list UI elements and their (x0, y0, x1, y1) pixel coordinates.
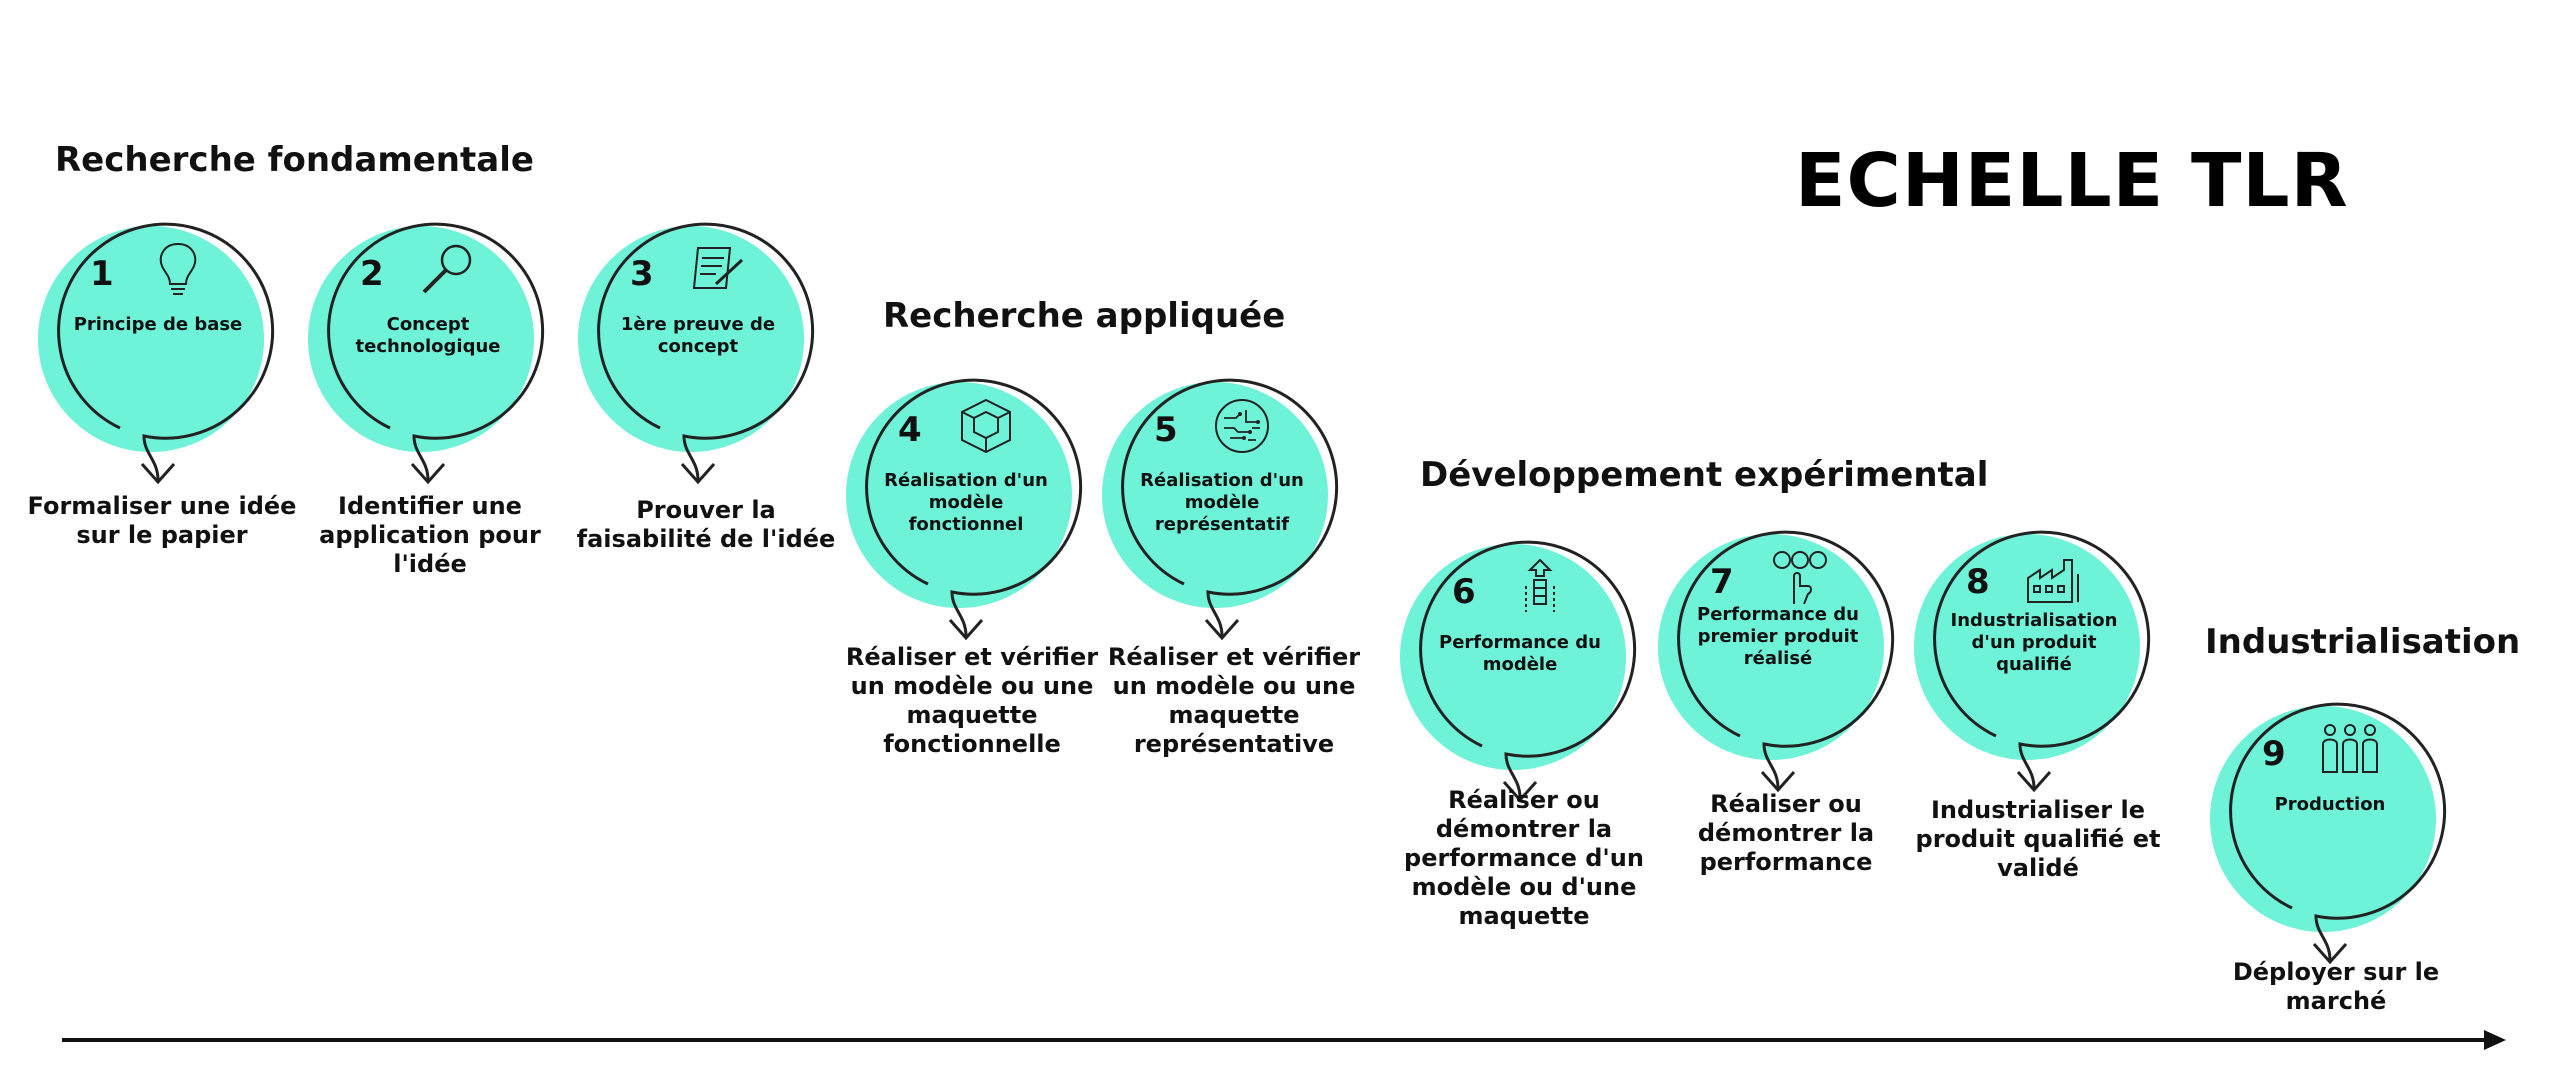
level-disc (1400, 544, 1626, 770)
level-disc (308, 226, 534, 452)
circuit-brain-icon (1215, 399, 1269, 453)
phase-label-industrialisation: Industrialisation (2205, 622, 2521, 662)
phase-label-applied: Recherche appliquée (883, 296, 1286, 336)
cube-icon (961, 398, 1011, 454)
magnifier-icon (422, 244, 472, 294)
tlr-level-5: 5 Réalisation d'un modèle représentatif (1102, 366, 1342, 656)
level-disc (1658, 534, 1884, 760)
level-disc (846, 382, 1072, 608)
level-disc (578, 226, 804, 452)
level-name: 1ère preuve de concept (620, 314, 776, 357)
level-outline (865, 378, 1083, 641)
level-number: 6 (1452, 572, 1476, 612)
level-disc (38, 226, 264, 452)
level-outline (1933, 530, 2151, 793)
rating-hand-icon (1773, 551, 1827, 605)
tlr-level-8: 8 Industrialisation d'un produit qualifi… (1914, 518, 2154, 808)
lightbulb-icon (159, 242, 197, 295)
phase-label-experimental: Développement expérimental (1420, 455, 1989, 495)
page-title: ECHELLE TLR (1795, 138, 2349, 224)
tlr-level-7: 7 Performance du premier produit réalisé (1658, 518, 1898, 808)
level-2-description: Identifier une application pour l'idée (319, 492, 541, 578)
level-number: 1 (90, 254, 114, 294)
level-3-description: Prouver la faisabilité de l'idée (576, 496, 836, 553)
level-6-description: Réaliser ou démontrer la performance d'u… (1404, 786, 1644, 930)
level-number: 5 (1154, 410, 1178, 450)
level-name: Performance du premier produit réalisé (1697, 604, 1859, 669)
level-4-description: Réaliser et vérifier un modèle ou une ma… (845, 643, 1099, 758)
level-outline (57, 222, 275, 485)
level-5-description: Réaliser et vérifier un modèle ou une ma… (1107, 643, 1361, 758)
tlr-level-3: 3 1ère preuve de concept (578, 210, 818, 500)
document-pen-icon (692, 247, 744, 289)
level-outline (597, 222, 815, 485)
phase-label-fundamental: Recherche fondamentale (55, 140, 534, 180)
level-7-description: Réaliser ou démontrer la performance (1697, 790, 1875, 876)
level-number: 3 (630, 254, 654, 294)
level-outline (1419, 540, 1637, 803)
tlr-level-4: 4 Réalisation d'un modèle fonctionnel (846, 366, 1086, 656)
level-1-description: Formaliser une idée sur le papier (27, 492, 297, 549)
level-name: Réalisation d'un modèle représentatif (1140, 470, 1304, 535)
level-name: Performance du modèle (1439, 632, 1601, 675)
level-number: 4 (898, 410, 922, 450)
rocket-structure-icon (1525, 558, 1555, 612)
level-name: Concept technologique (355, 314, 501, 357)
level-number: 2 (360, 254, 384, 294)
level-name: Industrialisation d'un produit qualifié (1950, 610, 2118, 675)
level-disc (1102, 382, 1328, 608)
factory-icon (2027, 559, 2079, 603)
tlr-level-6: 6 Performance du modèle (1400, 528, 1640, 818)
tlr-level-1: 1 Principe de base (38, 210, 278, 500)
level-outline (327, 222, 545, 485)
level-number: 8 (1966, 562, 1990, 602)
level-outline (1677, 530, 1895, 793)
level-name: Production (2274, 794, 2386, 815)
level-name: Réalisation d'un modèle fonctionnel (884, 470, 1048, 535)
level-number: 9 (2262, 734, 2286, 774)
tlr-level-9: 9 Production (2210, 690, 2450, 980)
level-outline (1121, 378, 1339, 641)
level-name: Principe de base (73, 314, 243, 335)
level-disc (1914, 534, 2140, 760)
level-outline (2229, 702, 2447, 965)
level-number: 7 (1710, 562, 1734, 602)
workers-icon (2322, 724, 2378, 773)
tlr-level-2: 2 Concept technologique (308, 210, 548, 500)
level-9-description: Déployer sur le marché (2232, 958, 2440, 1015)
level-8-description: Industrialiser le produit qualifié et va… (1915, 796, 2161, 882)
